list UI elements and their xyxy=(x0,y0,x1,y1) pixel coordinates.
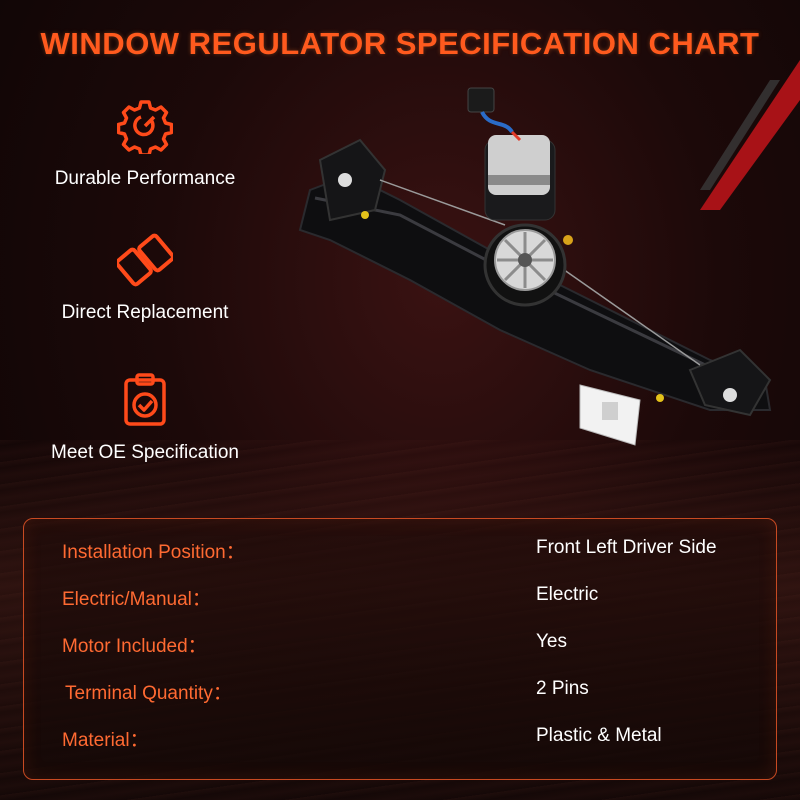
spec-value: 2 Pins xyxy=(536,678,589,699)
gear-icon xyxy=(117,100,173,154)
chain-link-icon xyxy=(117,233,173,287)
page-title: WINDOW REGULATOR SPECIFICATION CHART xyxy=(40,26,760,61)
feature-label: Durable Performance xyxy=(54,168,236,189)
spec-row-electric-manual: Electric/Manual： Electric xyxy=(24,576,778,616)
spec-value: Front Left Driver Side xyxy=(536,537,717,558)
spec-value: Yes xyxy=(536,631,567,652)
feature-meet-oe-specification: Meet OE Specification xyxy=(20,372,270,464)
spec-value: Electric xyxy=(536,584,599,605)
window-regulator-image xyxy=(298,87,772,446)
feature-durable-performance: Durable Performance xyxy=(20,98,270,190)
spec-label: Material： xyxy=(62,730,149,751)
feature-label: Direct Replacement xyxy=(61,302,229,323)
spec-row-motor-included: Motor Included： Yes xyxy=(24,623,778,663)
spec-row-installation-position: Installation Position： Front Left Driver… xyxy=(24,529,778,569)
spec-row-terminal-quantity: Terminal Quantity： 2 Pins xyxy=(24,670,778,710)
spec-label: Terminal Quantity： xyxy=(65,683,232,704)
spec-label: Motor Included： xyxy=(62,636,207,657)
decorative-stripes xyxy=(700,60,800,210)
spec-table: Installation Position： Front Left Driver… xyxy=(23,518,777,780)
spec-value: Plastic & Metal xyxy=(536,725,662,746)
feature-direct-replacement: Direct Replacement xyxy=(20,232,270,324)
spec-label: Installation Position： xyxy=(62,542,245,563)
spec-label: Electric/Manual： xyxy=(62,589,211,610)
spec-row-material: Material： Plastic & Metal xyxy=(24,717,778,757)
feature-label: Meet OE Specification xyxy=(51,442,239,463)
clipboard-check-icon xyxy=(124,373,166,426)
